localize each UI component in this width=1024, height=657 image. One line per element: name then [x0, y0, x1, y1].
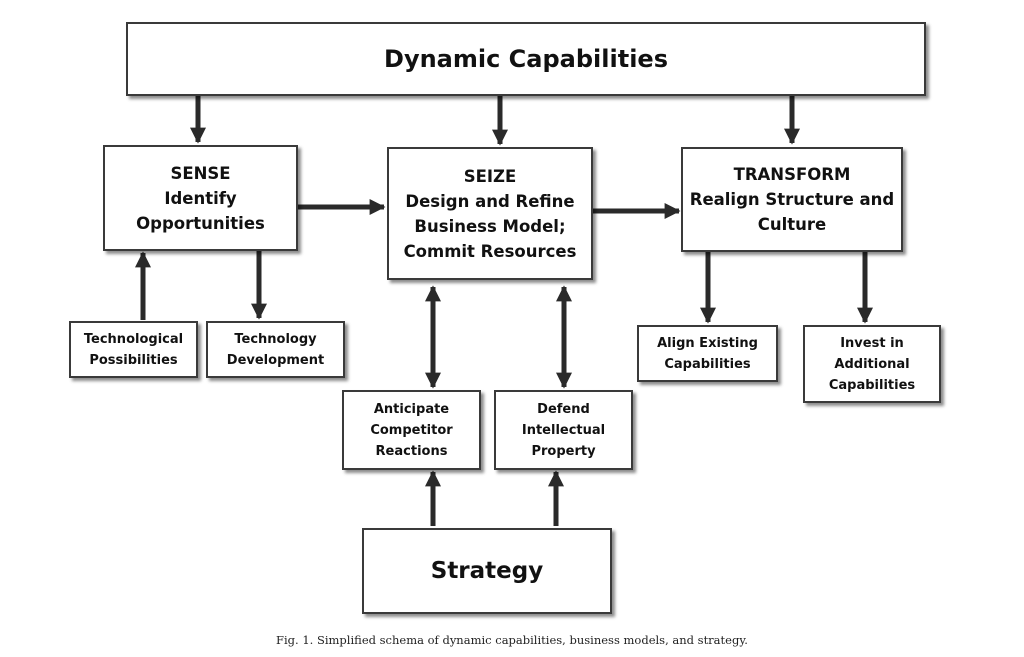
seize-line4: Commit Resources	[403, 241, 577, 261]
invest-additional-box: Invest in Additional Capabilities	[803, 325, 941, 403]
align-existing-box: Align Existing Capabilities	[637, 325, 778, 382]
seize-line2: Design and Refine	[405, 191, 575, 211]
transform-label: TRANSFORM	[733, 165, 851, 184]
align-line2: Capabilities	[664, 356, 751, 372]
align-line1: Align Existing	[657, 335, 758, 351]
anticipate-line1: Anticipate	[373, 401, 450, 417]
tech-development-line1: Technology	[234, 331, 317, 347]
tech-development-line2: Development	[226, 352, 325, 368]
transform-box: TRANSFORM Realign Structure and Culture	[681, 147, 903, 252]
anticipate-line2: Competitor	[370, 422, 453, 438]
invest-line2: Additional	[834, 356, 910, 372]
defend-ip-box: Defend Intellectual Property	[494, 390, 633, 470]
invest-line3: Capabilities	[828, 377, 916, 393]
tech-possibilities-line2: Possibilities	[89, 352, 178, 368]
technological-possibilities-box: Technological Possibilities	[69, 321, 198, 378]
dynamic-capabilities-box: Dynamic Capabilities	[126, 22, 926, 96]
anticipate-competitor-box: Anticipate Competitor Reactions	[342, 390, 481, 470]
strategy-title: Strategy	[430, 558, 544, 584]
dynamic-capabilities-title: Dynamic Capabilities	[384, 45, 668, 73]
figure-caption: Fig. 1. Simplified schema of dynamic cap…	[276, 633, 748, 647]
transform-line2: Realign Structure and	[689, 190, 895, 209]
sense-box: SENSE Identify Opportunities	[103, 145, 298, 251]
seize-line3: Business Model;	[414, 216, 566, 236]
transform-line3: Culture	[757, 215, 827, 234]
seize-box: SEIZE Design and Refine Business Model; …	[387, 147, 593, 280]
defend-line2: Intellectual	[521, 422, 606, 438]
invest-line1: Invest in	[840, 335, 904, 351]
sense-line3: Opportunities	[136, 213, 265, 233]
defend-line1: Defend	[537, 401, 590, 417]
strategy-box: Strategy	[362, 528, 612, 614]
seize-label: SEIZE	[463, 166, 517, 186]
sense-line2: Identify	[164, 188, 237, 208]
anticipate-line3: Reactions	[375, 443, 448, 459]
sense-label: SENSE	[170, 163, 231, 183]
technology-development-box: Technology Development	[206, 321, 345, 378]
tech-possibilities-line1: Technological	[83, 331, 184, 347]
defend-line3: Property	[531, 443, 596, 459]
